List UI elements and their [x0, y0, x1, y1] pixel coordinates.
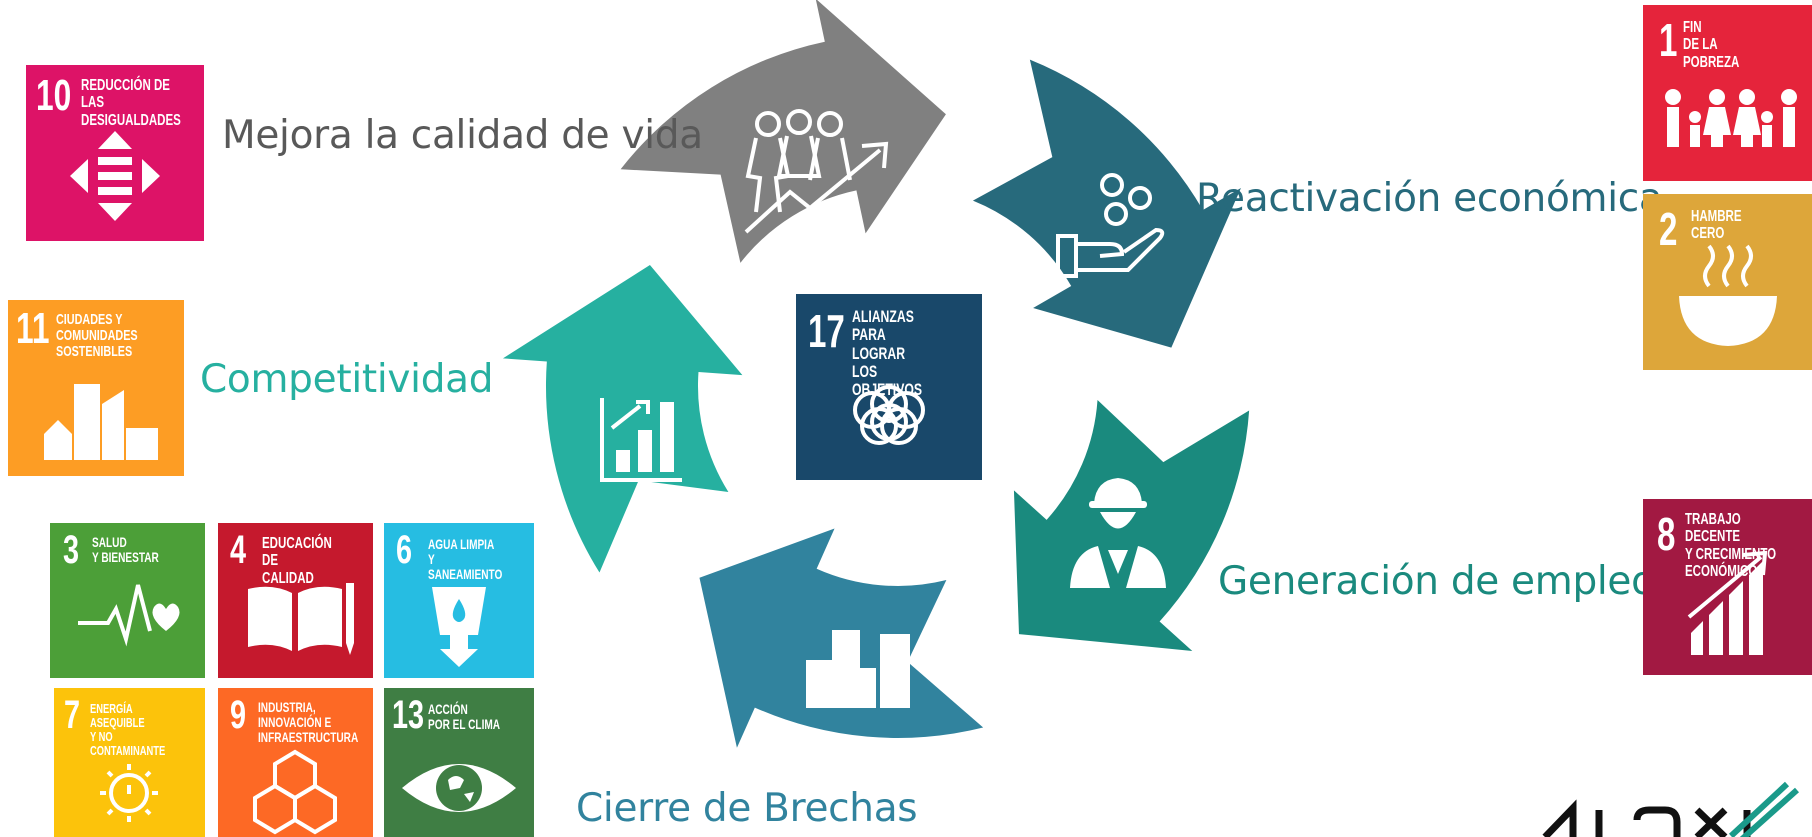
water-glass-icon	[432, 587, 486, 667]
sdg-10-reduced-inequalities-tile: 10 REDUCCIÓN DE LAS DESIGUALDADES	[26, 65, 204, 241]
sdg-number: 8	[1657, 508, 1676, 560]
sdg-3-good-health-tile: 3 SALUD Y BIENESTAR	[50, 523, 205, 678]
sdg-17-partnerships-tile: 17 ALIANZAS PARA LOGRAR LOS OBJETIVOS	[796, 294, 982, 480]
sdg-number: 17	[808, 305, 845, 357]
hand-coins-icon	[1056, 173, 1165, 278]
city-buildings-icon	[44, 384, 158, 460]
sdg-title: ENERGÍA ASEQUIBLE Y NO CONTAMINANTE	[90, 701, 166, 759]
label-economic-reactivation: Reactivación económica	[1196, 176, 1663, 221]
sdg-2-zero-hunger-tile: 2 HAMBRE CERO	[1643, 194, 1812, 370]
arrow-quality-of-life	[620, 0, 946, 263]
open-book-pencil-icon	[248, 583, 354, 655]
sdg-6-clean-water-tile: 6 AGUA LIMPIA Y SANEAMIENTO	[384, 523, 534, 678]
sdg-title: REDUCCIÓN DE LAS DESIGUALDADES	[81, 77, 181, 129]
arrow-economic-reactivation	[972, 59, 1241, 348]
sdg-title: SALUD Y BIENESTAR	[92, 534, 159, 566]
people-growth-icon	[744, 109, 889, 234]
worker-icon	[1070, 478, 1166, 588]
sdg-9-industry-innovation-tile: 9 INDUSTRIA, INNOVACIÓN E INFRAESTRUCTUR…	[218, 688, 373, 837]
family-icon	[1665, 89, 1797, 147]
sdg-number: 9	[230, 693, 247, 737]
growth-bar-icon	[1687, 550, 1768, 655]
sun-power-icon	[100, 764, 158, 822]
sdg-number: 13	[392, 693, 425, 737]
interlocking-rings-icon	[853, 385, 925, 445]
sdg-title: CIUDADES Y COMUNIDADES SOSTENIBLES	[56, 311, 138, 361]
sdg-11-sustainable-cities-tile: 11 CIUDADES Y COMUNIDADES SOSTENIBLES	[8, 300, 184, 476]
sdg-4-quality-education-tile: 4 EDUCACIÓN DE CALIDAD	[218, 523, 373, 678]
label-quality-of-life: Mejora la calidad de vida	[222, 113, 703, 158]
label-gap-closure: Cierre de Brechas	[576, 786, 918, 831]
sdg-number: 1	[1659, 14, 1678, 66]
sdg-title: INDUSTRIA, INNOVACIÓN E INFRAESTRUCTURA	[258, 699, 359, 746]
sdg-number: 4	[230, 528, 247, 572]
sdg-number: 3	[63, 528, 80, 572]
arrow-employment	[1013, 399, 1250, 651]
sdg-title: HAMBRE CERO	[1691, 208, 1742, 243]
sdg-number: 2	[1659, 203, 1678, 255]
sdg-1-no-poverty-tile: 1 FIN DE LA POBREZA	[1643, 5, 1812, 181]
label-employment: Generación de empleo	[1218, 559, 1655, 604]
sdg-number: 11	[16, 304, 50, 353]
sdg-8-decent-work-tile: 8 TRABAJO DECENTE Y CRECIMIENTO ECONÓMIC…	[1643, 499, 1812, 675]
sdg-number: 7	[64, 693, 81, 737]
label-competitiveness: Competitividad	[200, 357, 494, 402]
equality-arrows-icon	[70, 131, 160, 221]
cubes-icon	[253, 749, 337, 835]
sdg-7-clean-energy-tile: 7 ENERGÍA ASEQUIBLE Y NO CONTAMINANTE	[54, 688, 205, 837]
sdg-title: TRABAJO DECENTE Y CRECIMIENTO ECONÓMICO	[1685, 511, 1777, 580]
bar-chart-icon	[600, 398, 682, 482]
sdg-13-climate-action-tile: 13 ACCIÓN POR EL CLIMA	[384, 688, 534, 837]
eye-globe-icon	[402, 764, 516, 812]
sdg-number: 6	[396, 528, 413, 572]
sdg-number: 10	[36, 71, 72, 120]
sdg-title: FIN DE LA POBREZA	[1683, 19, 1740, 71]
sdg-title: ACCIÓN POR EL CLIMA	[428, 701, 501, 733]
sdg-title: EDUCACIÓN DE CALIDAD	[262, 535, 332, 587]
sdg-title: AGUA LIMPIA Y SANEAMIENTO	[428, 536, 503, 583]
steaming-bowl-icon	[1679, 244, 1777, 346]
heartbeat-icon	[78, 584, 180, 647]
buildings-icon	[806, 630, 910, 708]
brand-logo	[1542, 781, 1799, 837]
